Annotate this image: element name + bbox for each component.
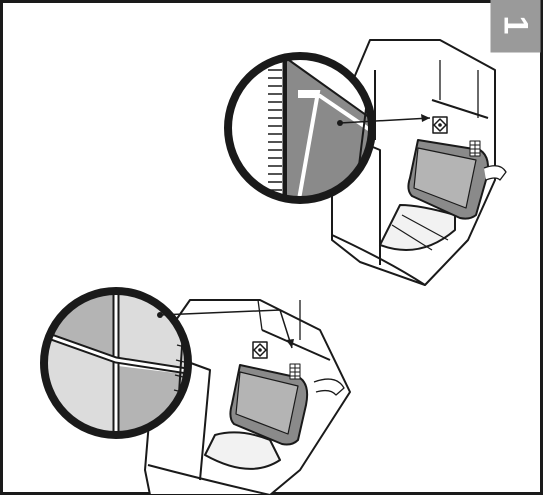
upper-grid-icon bbox=[469, 140, 481, 157]
upper-diamond-icon bbox=[432, 116, 448, 134]
upper-magnifier-callout bbox=[224, 52, 431, 204]
lower-device bbox=[144, 299, 351, 495]
lower-magnifier-callout bbox=[40, 287, 294, 439]
lower-diamond-icon bbox=[252, 341, 268, 359]
lower-grid-icon bbox=[289, 363, 301, 380]
step-number-badge: 1 bbox=[490, 0, 541, 53]
upper-device bbox=[331, 39, 507, 286]
